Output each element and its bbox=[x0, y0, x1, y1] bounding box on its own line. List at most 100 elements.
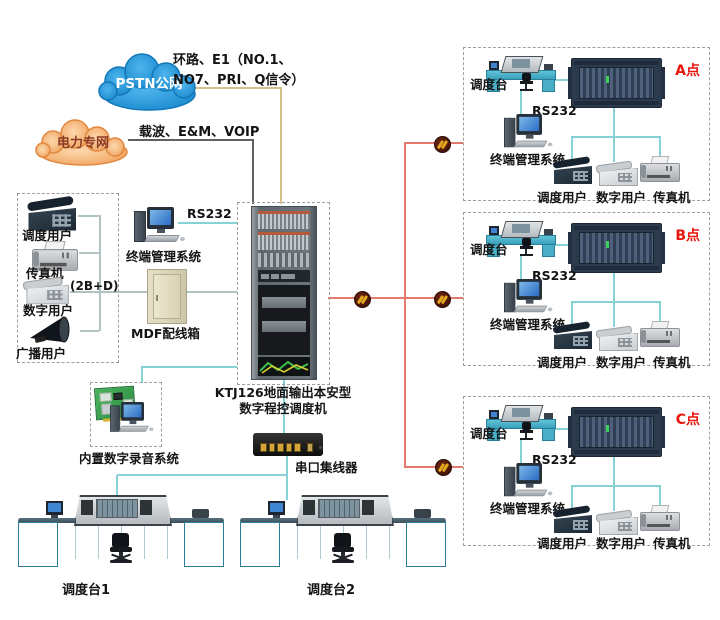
power-link-label: 载波、E&M、VOIP bbox=[139, 125, 260, 140]
uplink-port bbox=[306, 443, 314, 452]
pstn-cloud-icon bbox=[98, 53, 196, 111]
local-user-label: 数字用户 bbox=[23, 303, 74, 318]
hub-link-line bbox=[283, 380, 285, 433]
site-user-label: 调度用户 bbox=[537, 355, 588, 370]
terminal-mgmt-label: 终端管理系统 bbox=[490, 152, 566, 167]
site-console-label: 调度台 bbox=[470, 426, 508, 441]
pstn-cloud-label: PSTN公网 bbox=[115, 76, 183, 92]
mdf-label: MDF配线箱 bbox=[131, 326, 200, 341]
user-drop-line bbox=[659, 301, 661, 323]
port bbox=[294, 443, 301, 452]
user-split-line bbox=[571, 485, 661, 487]
digital-note-label: (2B+D) bbox=[70, 279, 119, 293]
screen bbox=[150, 210, 171, 225]
user-drop-line bbox=[613, 485, 615, 511]
console-pc-line bbox=[520, 439, 522, 465]
hub-link-line bbox=[286, 456, 288, 475]
rs232-link-line bbox=[178, 222, 237, 224]
fax-machine-icon bbox=[640, 321, 680, 350]
user-stub-line bbox=[80, 330, 99, 332]
user-stub-line bbox=[79, 252, 99, 254]
main-switch-rack-icon bbox=[251, 206, 317, 380]
fiber-branch-c-line bbox=[404, 466, 463, 468]
local-users-panel bbox=[17, 193, 119, 363]
rs232-label: RS232 bbox=[532, 452, 577, 467]
fiber-repeater-icon bbox=[434, 136, 451, 153]
recorder-label: 内置数字录音系统 bbox=[79, 451, 180, 466]
user-drop-line bbox=[571, 485, 573, 509]
card-shelf bbox=[258, 211, 310, 229]
stand bbox=[129, 420, 137, 425]
card-shelf bbox=[258, 253, 310, 267]
serial-hub-icon bbox=[253, 433, 324, 456]
keypad bbox=[47, 290, 63, 300]
rs232-label: RS232 bbox=[532, 268, 577, 283]
pc-tower bbox=[134, 211, 146, 242]
pstn-link-line2: NO7、PRI、Q信令） bbox=[173, 73, 305, 88]
recorder-panel bbox=[90, 382, 162, 447]
user-drop-line bbox=[659, 136, 661, 158]
stand bbox=[157, 229, 165, 233]
site-console-label: 调度台 bbox=[470, 77, 508, 92]
port bbox=[285, 443, 293, 452]
user-split-line bbox=[571, 301, 661, 303]
buttons bbox=[61, 252, 72, 259]
desk-phone-icon bbox=[552, 156, 594, 185]
pbx-switch-icon bbox=[568, 223, 665, 273]
office-chair-icon bbox=[110, 533, 134, 563]
equipment-bay bbox=[258, 285, 310, 355]
site-user-label: 调度用户 bbox=[537, 536, 588, 551]
local-user-label: 广播用户 bbox=[16, 346, 67, 361]
local-user-label: 调度用户 bbox=[22, 228, 73, 243]
main-switch-panel bbox=[237, 202, 330, 385]
console2-drop-line bbox=[286, 475, 288, 500]
rs232-label: RS232 bbox=[187, 206, 232, 221]
console1-label: 调度台1 bbox=[62, 583, 111, 598]
fax-machine-icon bbox=[640, 156, 680, 185]
desk-phone-icon bbox=[552, 321, 594, 350]
computer-icon bbox=[134, 207, 185, 247]
dispatch-console1-icon bbox=[18, 495, 224, 577]
user-drop-line bbox=[613, 136, 615, 162]
site-console-label: 调度台 bbox=[470, 242, 508, 257]
digital-phone-icon bbox=[22, 276, 70, 305]
console-pbx-line bbox=[554, 79, 571, 81]
site-user-label: 数字用户 bbox=[596, 536, 647, 551]
pbx-switch-icon bbox=[568, 58, 665, 108]
office-chair-icon bbox=[332, 533, 356, 563]
power-cloud-label: 电力专网 bbox=[56, 135, 109, 151]
cabinet-door bbox=[153, 274, 181, 319]
power-jack bbox=[318, 445, 324, 450]
office-chair-icon bbox=[520, 73, 534, 91]
rs232-label: RS232 bbox=[532, 103, 577, 118]
site-user-label: 传真机 bbox=[653, 536, 691, 551]
terminal-mgmt-label: 终端管理系统 bbox=[490, 501, 566, 516]
port bbox=[277, 443, 284, 452]
mdf-cabinet-icon bbox=[147, 269, 187, 324]
main-switch-line1: KTJ126地面输出本安型 bbox=[214, 385, 352, 400]
pstn-trunk-line bbox=[193, 87, 282, 89]
desk-phone-icon bbox=[26, 195, 79, 232]
broadcast-speaker-icon bbox=[30, 316, 70, 343]
user-split-line bbox=[571, 136, 661, 138]
user-drop-line bbox=[613, 301, 615, 327]
site-name-label: B点 bbox=[675, 228, 700, 244]
office-chair-icon bbox=[520, 422, 534, 440]
power-trunk-line bbox=[128, 139, 254, 141]
pstn-link-label: 环路、E1（NO.1、 NO7、PRI、Q信令） bbox=[173, 51, 304, 91]
screen bbox=[123, 404, 142, 418]
fiber-trunk-line bbox=[404, 142, 406, 468]
port bbox=[268, 443, 276, 452]
handset bbox=[33, 251, 39, 267]
power-trunk-line bbox=[252, 139, 254, 204]
digital-phone-icon bbox=[595, 160, 638, 186]
fiber-repeater-icon bbox=[434, 291, 451, 308]
computer-icon bbox=[504, 114, 553, 152]
site-name-label: A点 bbox=[675, 63, 700, 79]
paper-slot bbox=[40, 262, 67, 267]
fiber-repeater-icon bbox=[435, 459, 452, 476]
office-chair-icon bbox=[520, 238, 534, 256]
site-user-label: 传真机 bbox=[653, 355, 691, 370]
pstn-trunk-line bbox=[280, 87, 282, 204]
computer-icon bbox=[504, 279, 553, 317]
